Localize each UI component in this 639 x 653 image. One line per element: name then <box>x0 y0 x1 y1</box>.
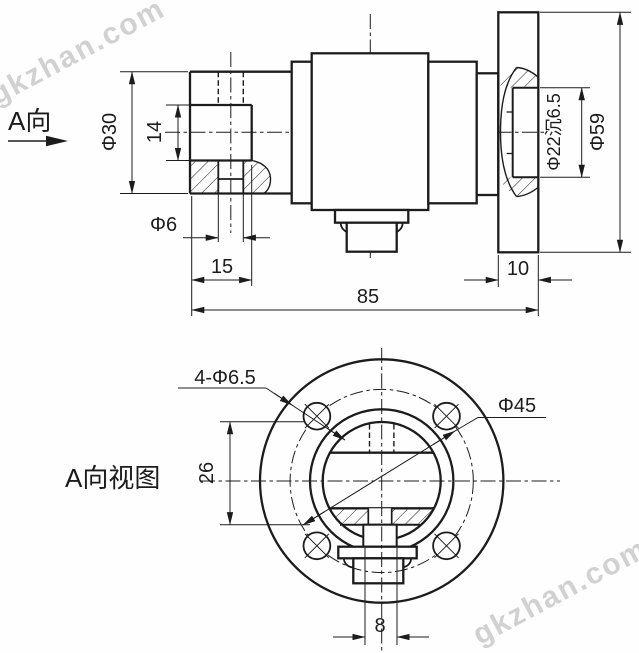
top-view: A向 <box>8 11 631 316</box>
dim-left-block-diameter: Φ30 <box>99 113 121 151</box>
bottom-view-dimension-labels: 4-Φ6.5 Φ45 26 8 <box>194 367 536 637</box>
connector-front-outline <box>337 523 418 585</box>
bottom-view-dimension-lines <box>178 387 546 645</box>
bolt-hole-center-marks <box>304 403 459 559</box>
bottom-view-centerlines <box>200 348 560 651</box>
bolt-holes <box>302 401 461 561</box>
main-body-outline <box>290 52 500 212</box>
dim-flange-diameter: Φ59 <box>587 113 609 151</box>
top-view-dimension-labels: Φ30 14 Φ6 15 85 10 Φ22沉6.5 Φ59 <box>99 93 609 308</box>
bottom-view: 4-Φ6.5 Φ45 26 8 A向视图 <box>65 348 560 651</box>
front-section-hatch <box>322 508 441 526</box>
bottom-view-title: A向视图 <box>65 463 160 493</box>
view-direction-label: A向 <box>8 106 51 136</box>
watermark-top-left: gkzhan.com <box>0 0 171 112</box>
connector-side-outline <box>333 208 410 253</box>
dim-overall-length: 85 <box>357 286 379 308</box>
dim-block-width: 15 <box>211 256 233 278</box>
dim-tenon-width: 8 <box>374 615 385 637</box>
watermark-bottom-right: gkzhan.com <box>467 532 639 652</box>
left-block-hole <box>217 71 245 194</box>
watermark-text: gkzhan.com <box>0 0 171 112</box>
watermark-text: gkzhan.com <box>467 532 639 652</box>
view-direction-callout: A向 <box>8 106 68 147</box>
dim-flat-height: 26 <box>196 462 218 484</box>
dim-bolt-holes: 4-Φ6.5 <box>194 367 256 389</box>
dim-flange-thickness: 10 <box>507 258 529 280</box>
left-block-outline <box>188 70 292 195</box>
top-view-dimension-lines <box>120 11 631 316</box>
view-direction-arrow-icon <box>46 135 68 147</box>
dim-hole-diameter: Φ6 <box>150 214 177 236</box>
dim-notch-height: 14 <box>144 121 166 143</box>
dim-bolt-circle-diameter: Φ45 <box>498 395 536 417</box>
dim-counterbore: Φ22沉6.5 <box>544 93 564 170</box>
flange-outline <box>497 11 540 254</box>
